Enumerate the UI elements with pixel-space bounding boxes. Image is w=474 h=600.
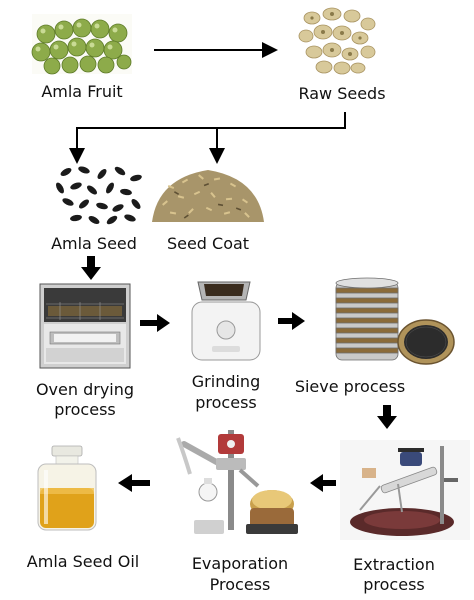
arrow-raw-seeds-split — [77, 112, 346, 129]
extraction-apparatus-image — [340, 440, 470, 540]
label-sieve: Sieve process — [294, 377, 406, 396]
grinder-image — [191, 281, 261, 361]
label-seed-coat: Seed Coat — [166, 234, 250, 253]
label-amla-seed-oil: Amla Seed Oil — [26, 552, 140, 571]
label-raw-seeds: Raw Seeds — [298, 84, 386, 103]
arrow-evaporation-to-oil — [118, 474, 150, 492]
seed-coat-image — [152, 170, 264, 222]
label-grinding-line2: process — [195, 393, 257, 412]
label-evaporation-line2: Process — [209, 575, 271, 594]
arrow-grinding-to-sieve — [278, 312, 305, 330]
label-extraction-line1: Extraction — [353, 555, 435, 574]
oven-drying-image — [39, 283, 131, 369]
rotary-evaporator-image — [176, 430, 298, 534]
label-evaporation-line1: Evaporation — [191, 554, 289, 573]
amla-seed-image — [56, 166, 142, 225]
label-amla-seed: Amla Seed — [51, 234, 137, 253]
sieve-image — [335, 277, 455, 365]
label-oven-drying-line1: Oven drying — [35, 380, 135, 399]
label-amla-fruit: Amla Fruit — [41, 82, 123, 101]
raw-seeds-image — [298, 7, 376, 75]
label-extraction-line2: process — [363, 575, 425, 594]
oil-jar-image — [37, 445, 97, 531]
arrow-seed-to-oven — [81, 256, 101, 280]
label-oven-drying-line2: process — [54, 400, 116, 419]
arrow-sieve-to-extraction — [377, 405, 397, 429]
amla-fruit-image — [31, 14, 132, 75]
label-grinding-line1: Grinding — [191, 372, 261, 391]
arrow-oven-to-grinding — [140, 314, 170, 332]
arrow-extraction-to-evaporation — [310, 474, 336, 492]
